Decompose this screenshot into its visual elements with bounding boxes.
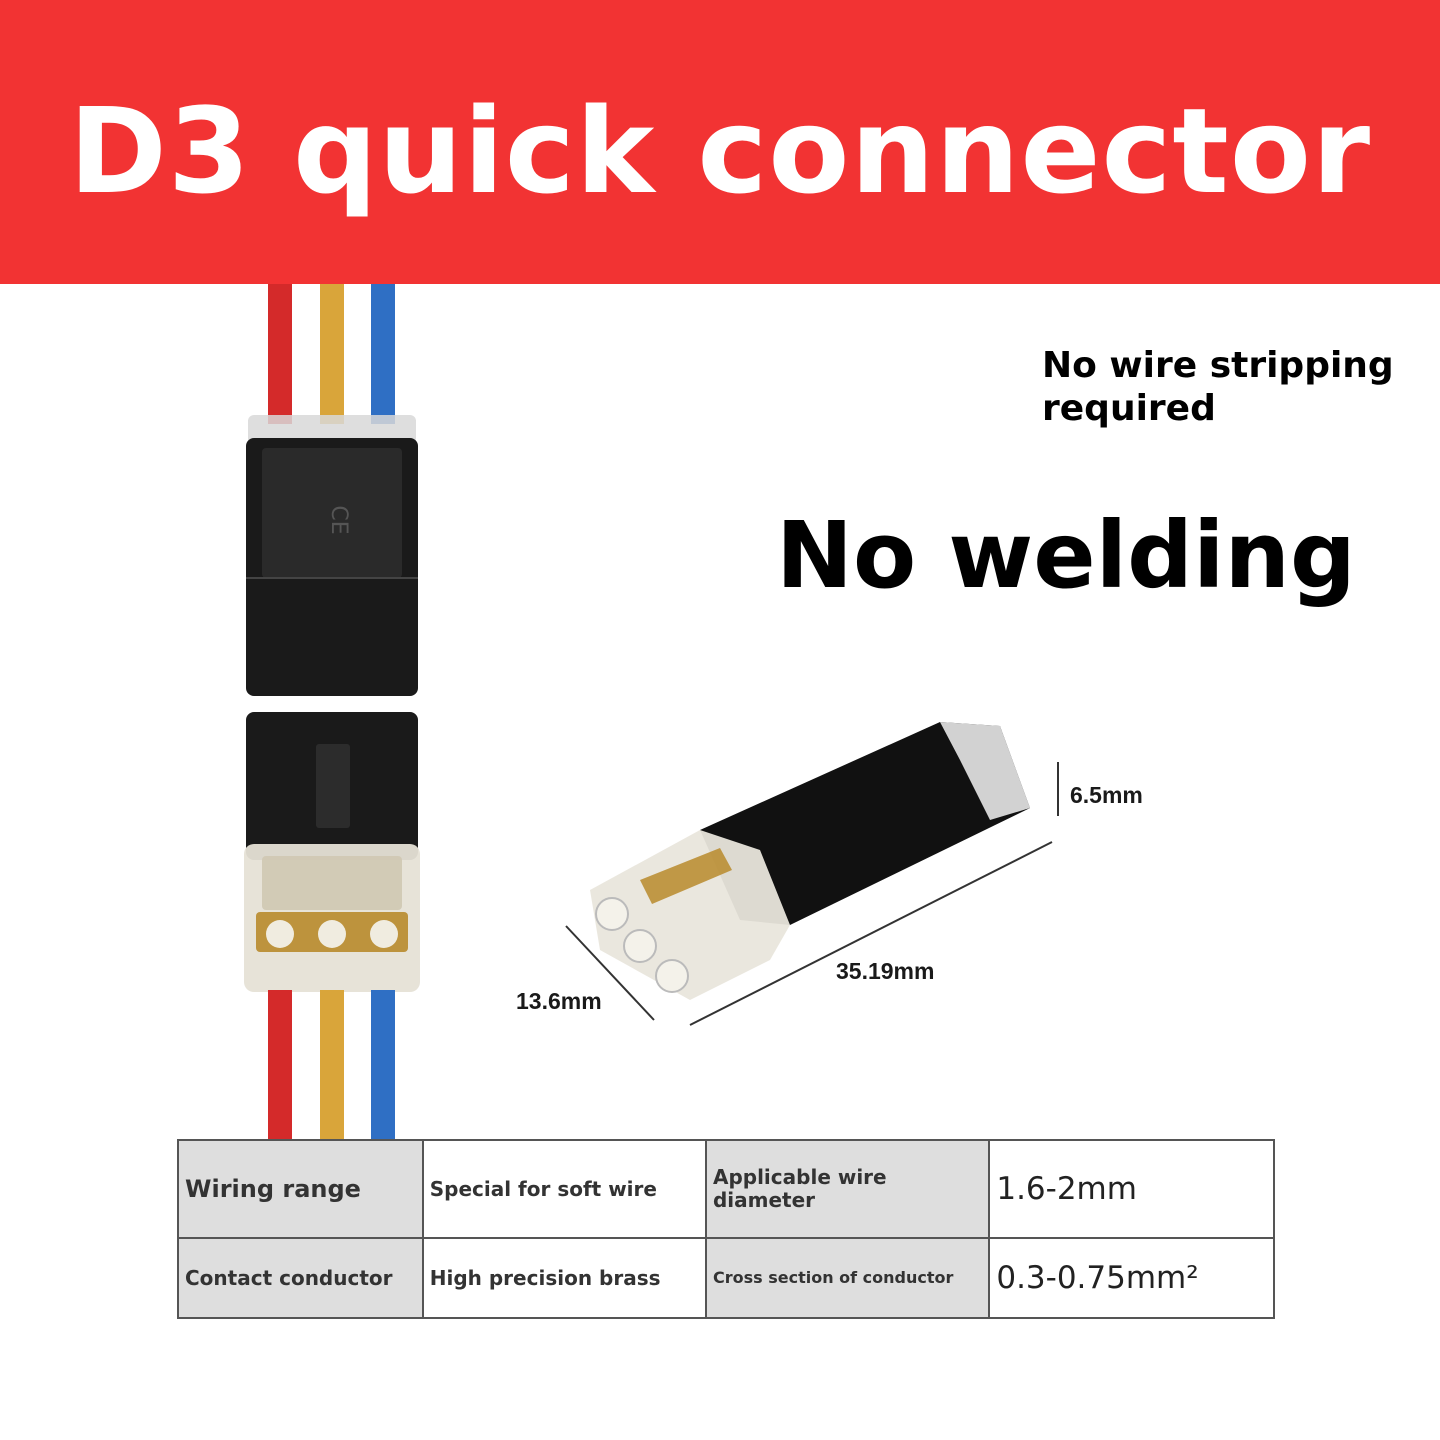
- height-dimension: 6.5mm: [1070, 782, 1143, 808]
- no-stripping-label: No wire stripping required: [1042, 345, 1394, 429]
- spec-value: 1.6-2mm: [988, 1139, 1275, 1239]
- red-wire-bottom: [268, 990, 292, 1140]
- yellow-wire-top: [320, 284, 344, 424]
- spec-table: Wiring range Special for soft wire Appli…: [177, 1139, 1275, 1319]
- table-row: Contact conductor High precision brass C…: [177, 1237, 1275, 1319]
- width-dimension: 13.6mm: [516, 988, 602, 1014]
- blue-wire-bottom: [371, 990, 395, 1140]
- spec-label: Applicable wire diameter: [704, 1139, 991, 1239]
- spec-label: Contact conductor: [177, 1237, 424, 1319]
- angled-connector: [590, 722, 1030, 1000]
- no-welding-label: No welding: [776, 502, 1356, 609]
- product-title: D3 quick connector: [68, 82, 1372, 220]
- table-row: Wiring range Special for soft wire Appli…: [177, 1139, 1275, 1239]
- yellow-wire-bottom: [320, 990, 344, 1140]
- width-dimension-line: [565, 925, 655, 1021]
- length-dimension-line: [689, 841, 1053, 1026]
- title-banner: D3 quick connector: [0, 0, 1440, 284]
- spec-value: High precision brass: [421, 1237, 707, 1319]
- top-connector: CE: [246, 415, 418, 696]
- red-wire-top: [268, 284, 292, 424]
- bottom-connector: [244, 712, 420, 992]
- spec-label: Cross section of conductor: [704, 1237, 991, 1319]
- spec-value: 0.3-0.75mm²: [988, 1237, 1275, 1319]
- svg-text:CE: CE: [326, 505, 351, 534]
- length-dimension: 35.19mm: [836, 958, 935, 984]
- spec-value: Special for soft wire: [421, 1139, 707, 1239]
- spec-label: Wiring range: [177, 1139, 424, 1239]
- blue-wire-top: [371, 284, 395, 424]
